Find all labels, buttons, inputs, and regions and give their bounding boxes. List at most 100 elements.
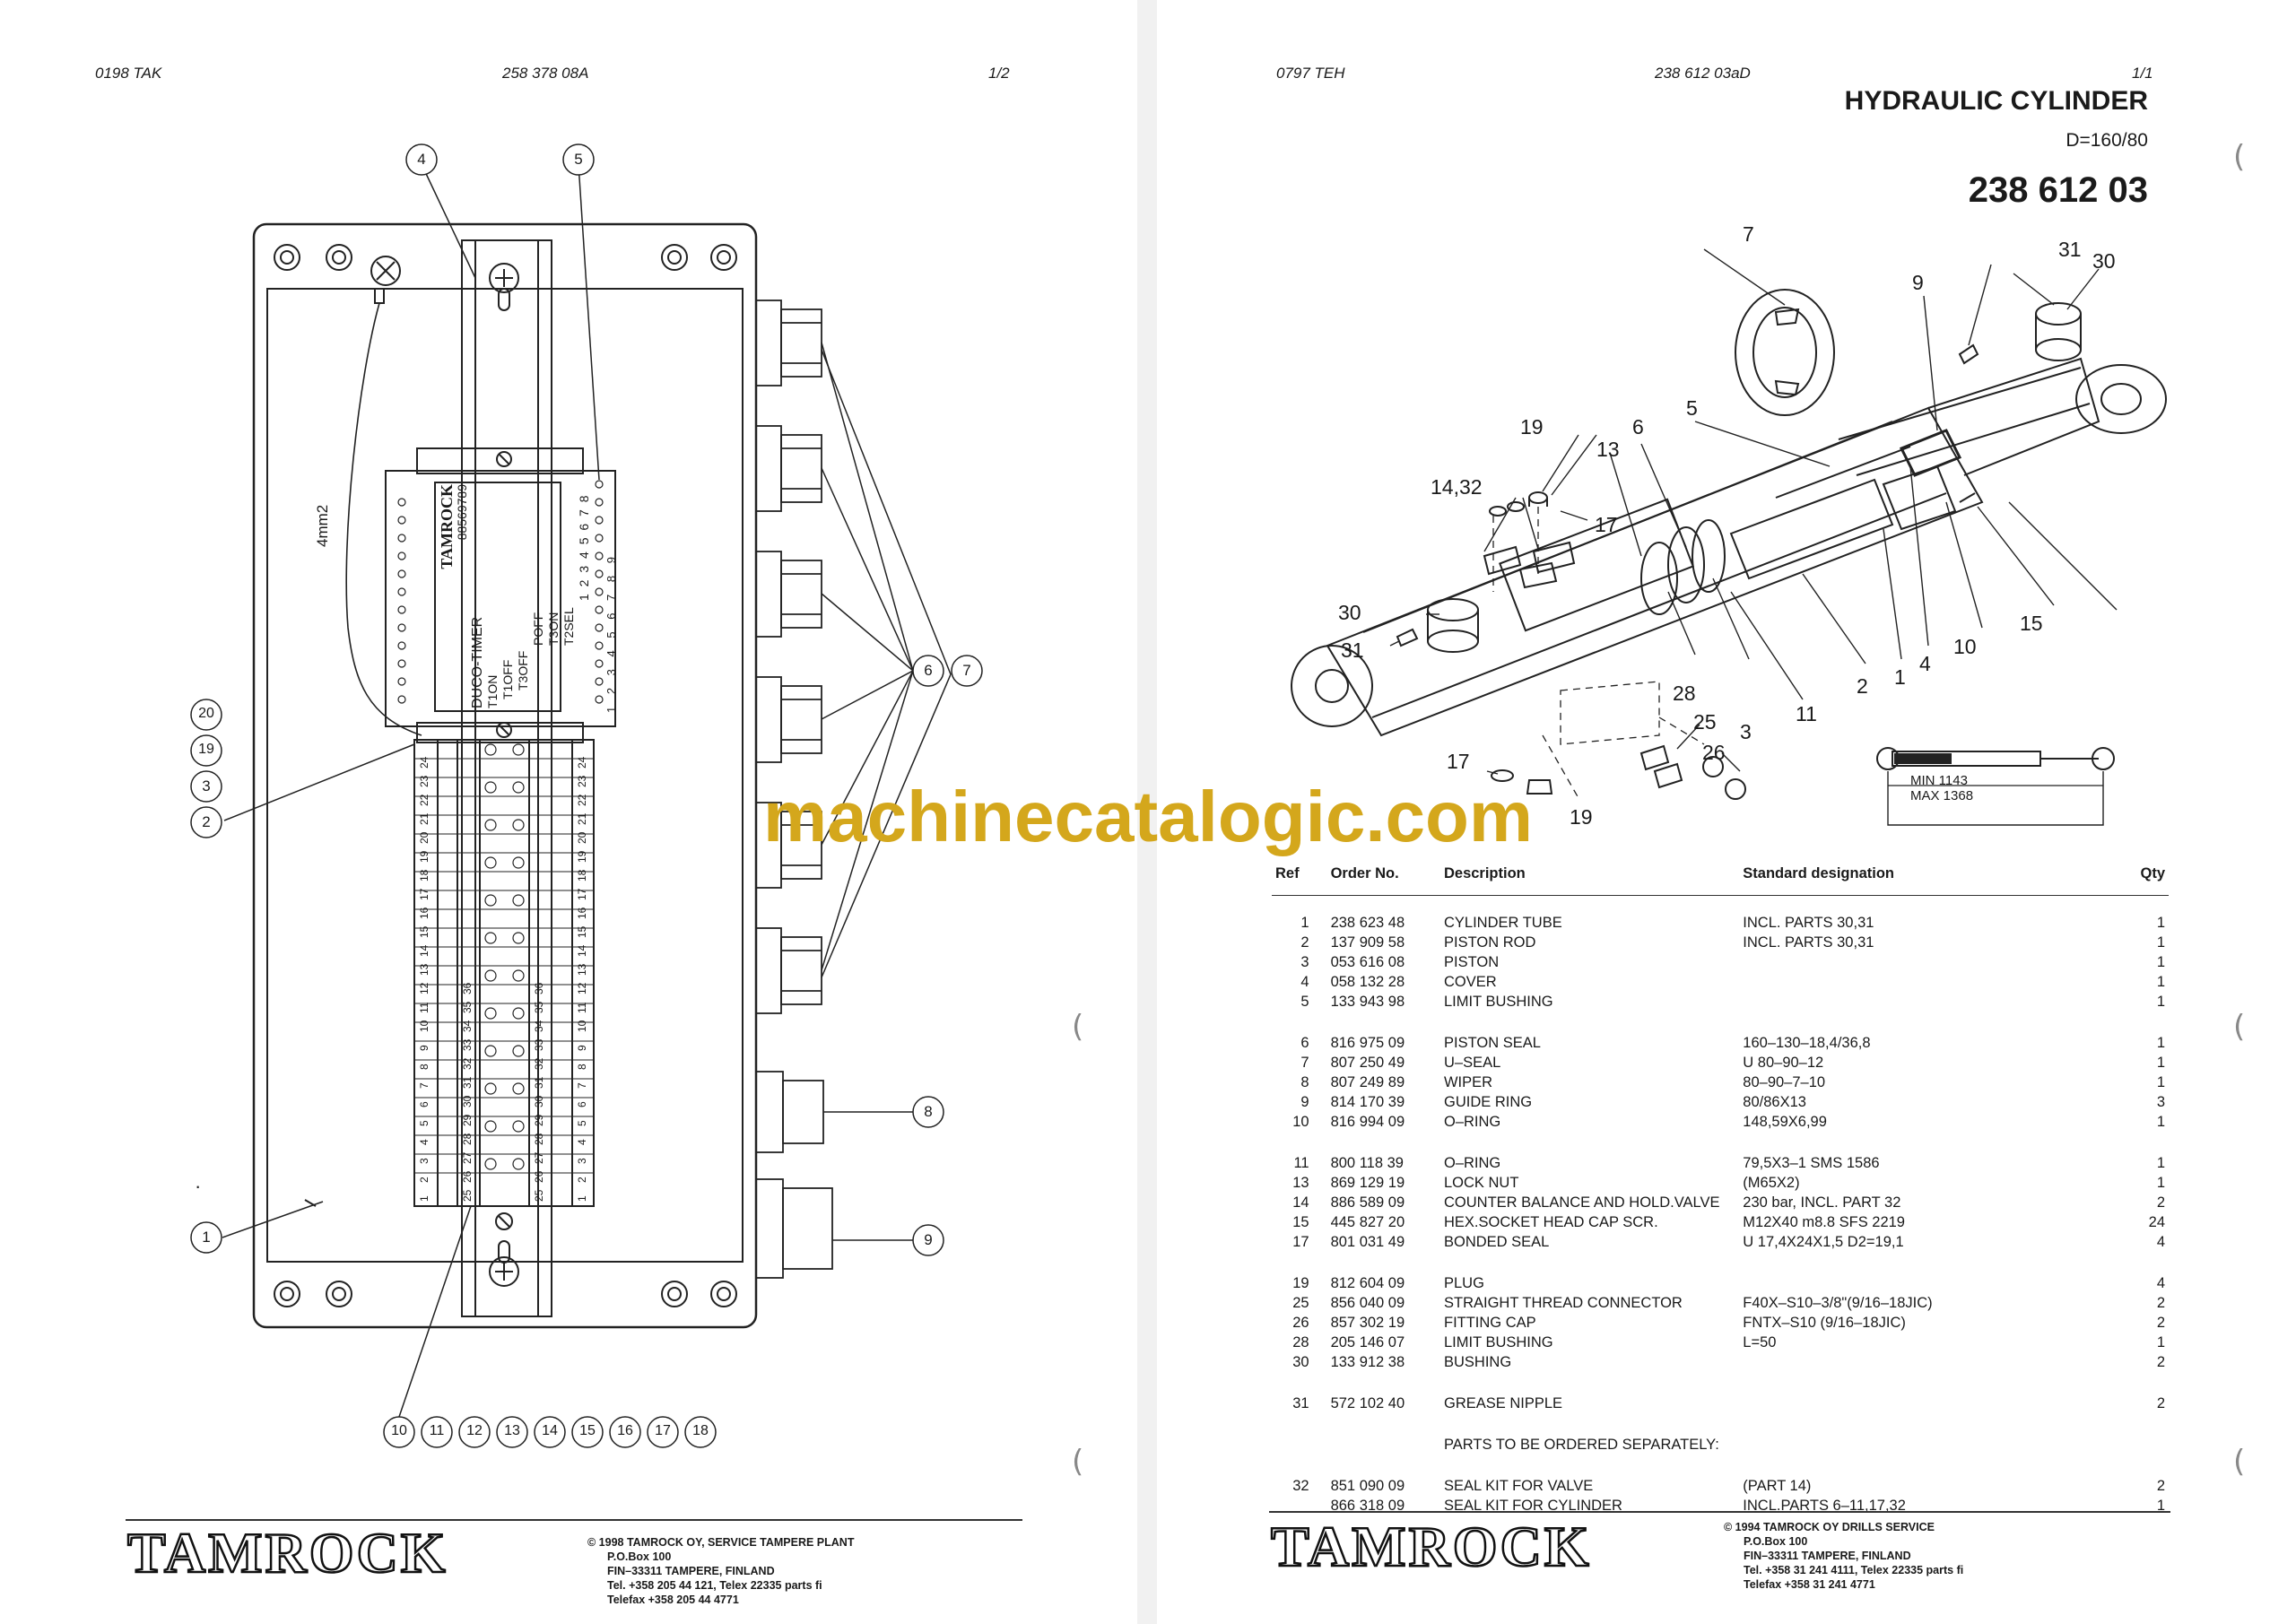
cell-qty: 1 (2156, 1055, 2165, 1071)
terminal-number: 4 (576, 1139, 588, 1145)
module-brand: TAMROCK (438, 484, 456, 569)
cell-std (1739, 1435, 2126, 1455)
left-header-code: 0198 TAK (95, 65, 162, 82)
cylinder-exploded-diagram (1291, 248, 2167, 826)
cell-desc: PISTON SEAL (1443, 1035, 1541, 1051)
cell-ref: 7 (1300, 1055, 1309, 1071)
cell-qty: 1 (2156, 994, 2165, 1010)
cell-std: 230 bar, INCL. PART 32 (1743, 1194, 1901, 1211)
cell-std (1739, 992, 2126, 1012)
cell-qty: 2 (2156, 1354, 2165, 1370)
terminal-number: 34 (461, 1020, 474, 1032)
label-19-bottom: 19 (1570, 805, 1593, 829)
cell-order: 133 943 98 (1330, 994, 1405, 1010)
terminal-number: 16 (418, 907, 430, 919)
terminal-number: 9 (418, 1045, 430, 1051)
callout-11: 11 (429, 1423, 445, 1438)
dimension-labels: MIN 1143 MAX 1368 (1892, 773, 1973, 803)
label-19-top: 19 (1520, 415, 1544, 439)
terminal-screws (484, 743, 525, 1170)
callout-7: 7 (962, 662, 971, 679)
cell-desc: STRAIGHT THREAD CONNECTOR (1443, 1295, 1683, 1311)
cell-qty: 2 (2156, 1295, 2165, 1311)
terminal-numbers-inner-left: 252627282930313233343536 (461, 976, 474, 1202)
callout-2: 2 (202, 813, 211, 830)
left-tamrock-logo: TAMROCK (126, 1520, 448, 1586)
label-15: 15 (2020, 612, 2043, 635)
module-number: 88569789 (455, 484, 469, 541)
cell-std: INCL. PARTS 30,31 (1743, 934, 1874, 951)
terminal-number: 36 (461, 982, 474, 994)
part-number: 238 612 03 (1968, 170, 2148, 210)
module-line-5: T3ON (546, 612, 561, 646)
terminal-number: 13 (418, 963, 430, 976)
cell-ref: 28 (1292, 1334, 1309, 1350)
col-qty: Qty (2126, 865, 2169, 896)
cell-qty: 1 (2156, 1114, 2165, 1130)
callout-1: 1 (202, 1229, 211, 1246)
col-std: Standard designation (1739, 865, 2126, 896)
terminal-number: 30 (461, 1095, 474, 1107)
cell-desc: SEAL KIT FOR VALVE (1443, 1478, 1594, 1494)
callout-8: 8 (924, 1103, 933, 1120)
left-address-line-4: Telefax +358 205 44 4771 (607, 1594, 739, 1606)
cell-order (1327, 1435, 1440, 1455)
cell-ref: 11 (1293, 1155, 1309, 1171)
module-line-4: POFF (531, 612, 545, 646)
terminal-number: 28 (461, 1133, 474, 1145)
terminal-number: 5 (576, 1120, 588, 1126)
cell-std: 80–90–7–10 (1743, 1074, 1826, 1090)
binder-hole-mark: ( (1072, 1444, 1084, 1480)
left-footer-address: © 1998 TAMROCK OY, SERVICE TAMPERE PLANT… (587, 1535, 854, 1607)
cell-order: 205 146 07 (1330, 1334, 1405, 1350)
cell-ref: 25 (1292, 1295, 1309, 1311)
label-30-top: 30 (2092, 249, 2116, 273)
cell-std: 148,59X6,99 (1743, 1114, 1827, 1130)
terminal-number: 18 (418, 869, 430, 881)
watermark: machinecatalogic.com (762, 777, 1534, 856)
cell-std: U 17,4X24X1,5 D2=19,1 (1743, 1234, 1904, 1250)
binder-hole-mark: ( (2233, 1009, 2246, 1045)
label-1: 1 (1894, 665, 1906, 689)
label-17-top: 17 (1595, 513, 1618, 536)
cell-qty: 24 (2148, 1214, 2165, 1230)
cell-qty: 1 (2156, 1498, 2165, 1514)
cell-std: F40X–S10–3/8"(9/16–18JIC) (1743, 1295, 1933, 1311)
terminal-number: 9 (576, 1045, 588, 1051)
cell-qty: 1 (2156, 934, 2165, 951)
cell-order: 572 102 40 (1330, 1395, 1405, 1411)
table-row: PARTS TO BE ORDERED SEPARATELY: (1272, 1435, 2169, 1455)
left-footer-line (126, 1519, 1022, 1521)
cell-desc: O–RING (1443, 1155, 1501, 1171)
corner-holes (274, 244, 737, 1307)
terminal-number: 10 (576, 1020, 588, 1032)
cell-desc: FITTING CAP (1443, 1315, 1536, 1331)
terminal-number: 7 (576, 1082, 588, 1089)
cell-desc: WIPER (1443, 1074, 1493, 1090)
cell-desc: CYLINDER TUBE (1443, 915, 1562, 931)
right-footer-line (1269, 1511, 2170, 1513)
label-10: 10 (1953, 635, 1977, 658)
dimension-max: MAX 1368 (1910, 788, 1974, 803)
terminal-number: 33 (461, 1038, 474, 1051)
cell-ref: 30 (1292, 1354, 1309, 1370)
right-header-page: 1/1 (2132, 65, 2153, 82)
terminal-number: 24 (418, 756, 430, 769)
dimension-min: MIN 1143 (1910, 773, 1968, 788)
label-14-32: 14,32 (1431, 475, 1483, 499)
terminal-number: 4 (418, 1139, 430, 1145)
wire-label: 4mm2 (314, 504, 331, 547)
terminal-number: 28 (533, 1133, 545, 1145)
module-line-2: T1OFF (500, 659, 515, 699)
left-page: 0198 TAK 258 378 08A 1/2 (0, 0, 1137, 1624)
cell-ref: 15 (1292, 1214, 1309, 1230)
cell-order: 857 302 19 (1330, 1315, 1405, 1331)
